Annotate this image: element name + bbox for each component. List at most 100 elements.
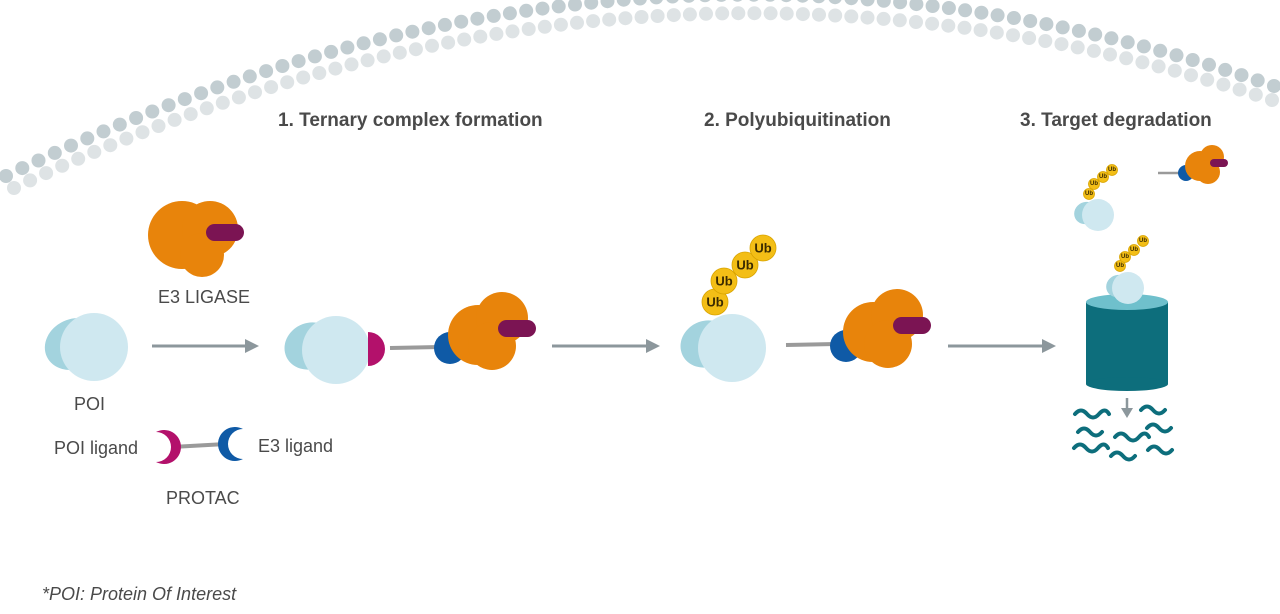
membrane-bead <box>1055 20 1070 35</box>
ubiquitin-bead: Ub <box>1106 164 1118 176</box>
membrane-bead <box>177 92 192 107</box>
membrane-bead <box>699 6 713 21</box>
membrane-bead <box>340 40 355 55</box>
membrane-bead <box>264 80 279 95</box>
ubiquitin-label: Ub <box>1121 254 1129 260</box>
membrane-bead <box>795 7 810 22</box>
membrane-bead <box>537 19 552 34</box>
ubiquitin-label: Ub <box>736 258 753 273</box>
membrane-bead <box>129 111 144 125</box>
membrane-bead <box>876 11 891 26</box>
membrane-bead <box>473 29 488 44</box>
membrane-bead <box>360 53 375 68</box>
membrane-bead <box>844 9 859 24</box>
arrow-to-step-2 <box>552 339 660 353</box>
e3-ligase-label: E3 LIGASE <box>158 287 250 307</box>
proteasome-icon <box>1086 272 1168 391</box>
membrane-bead <box>242 69 257 84</box>
peptide-fragments-icon <box>1072 404 1174 462</box>
membrane-bead <box>1167 63 1182 78</box>
released-e3-protac-icon <box>1148 145 1228 184</box>
membrane-bead <box>0 169 13 183</box>
membrane-bead <box>55 158 70 173</box>
step-1-title: 1. Ternary complex formation <box>278 110 543 131</box>
membrane-bead <box>1054 37 1069 52</box>
membrane-bead <box>925 16 940 31</box>
membrane-bead <box>103 138 118 153</box>
membrane-bead <box>1267 79 1280 93</box>
e3-ligand-label: E3 ligand <box>258 436 333 456</box>
membrane-bead <box>425 38 439 53</box>
footnote: *POI: Protein Of Interest <box>42 584 237 604</box>
polyubiquitinated-complex-icon <box>680 289 931 382</box>
ubiquitin-bead: Ub <box>1114 260 1126 272</box>
membrane-bead <box>275 59 290 73</box>
membrane-bead <box>699 0 711 3</box>
ubiquitin-label: Ub <box>754 241 771 256</box>
ubiquitin-label: Ub <box>1099 174 1107 180</box>
membrane-bead <box>96 124 111 139</box>
membrane-bead <box>215 95 230 110</box>
membrane-bead <box>551 0 566 14</box>
ubiquitin-label: Ub <box>1116 263 1124 269</box>
membrane-bead <box>633 0 647 6</box>
membrane-bead <box>280 75 295 90</box>
membrane-bead <box>167 112 182 127</box>
membrane-bead <box>958 3 973 18</box>
membrane-bead <box>925 0 940 13</box>
membrane-bead <box>1006 11 1021 25</box>
membrane-bead <box>1104 31 1119 46</box>
membrane-bead <box>781 0 792 3</box>
membrane-bead <box>1185 53 1200 67</box>
membrane-bead <box>194 86 209 101</box>
ubiquitin-label: Ub <box>1085 191 1093 197</box>
ubiquitin-bead: Ub <box>1083 188 1095 200</box>
membrane-bead <box>1248 87 1263 102</box>
membrane-bead <box>828 0 842 5</box>
protac-molecule-icon <box>156 427 243 464</box>
membrane-bead <box>570 15 584 30</box>
ubiquitin-bead: Ub <box>1088 178 1100 190</box>
membrane-bead <box>602 12 617 27</box>
membrane-bead <box>1234 68 1249 83</box>
membrane-bead <box>7 181 21 195</box>
membrane-bead <box>1023 14 1038 28</box>
membrane-bead <box>1265 93 1279 107</box>
membrane-bead <box>1103 47 1117 62</box>
membrane-bead <box>183 107 198 122</box>
degradation-arrow <box>1121 398 1133 418</box>
membrane-bead <box>860 0 875 7</box>
membrane-bead <box>151 119 166 133</box>
membrane-bead <box>828 8 843 23</box>
membrane-bead <box>324 44 339 59</box>
membrane-bead <box>437 17 452 32</box>
e3-ligase-icon <box>148 201 244 277</box>
membrane-bead <box>1070 40 1085 55</box>
membrane-bead <box>421 21 436 36</box>
membrane-bead <box>328 61 343 76</box>
arrow-to-step-3 <box>948 339 1056 353</box>
membrane-bead <box>666 0 679 4</box>
poi-protein-icon <box>44 313 128 381</box>
protac-label: PROTAC <box>166 488 240 508</box>
membrane-bead <box>765 0 775 2</box>
membrane-bead <box>1120 35 1135 50</box>
membrane-bead <box>1169 48 1184 63</box>
released-poi-icon <box>1074 199 1114 231</box>
ternary-complex-icon <box>284 292 536 384</box>
membrane-bead <box>683 0 695 3</box>
membrane-bead <box>1216 77 1231 92</box>
membrane-bead <box>64 138 78 153</box>
membrane-bead <box>844 0 859 6</box>
membrane-bead <box>502 6 517 21</box>
membrane-bead <box>39 166 54 181</box>
membrane-bead <box>779 6 794 21</box>
membrane-bead <box>553 17 568 32</box>
membrane-bead <box>1088 27 1103 42</box>
membrane-bead <box>312 66 327 80</box>
membrane-bead <box>616 0 631 7</box>
membrane-bead <box>892 13 907 28</box>
